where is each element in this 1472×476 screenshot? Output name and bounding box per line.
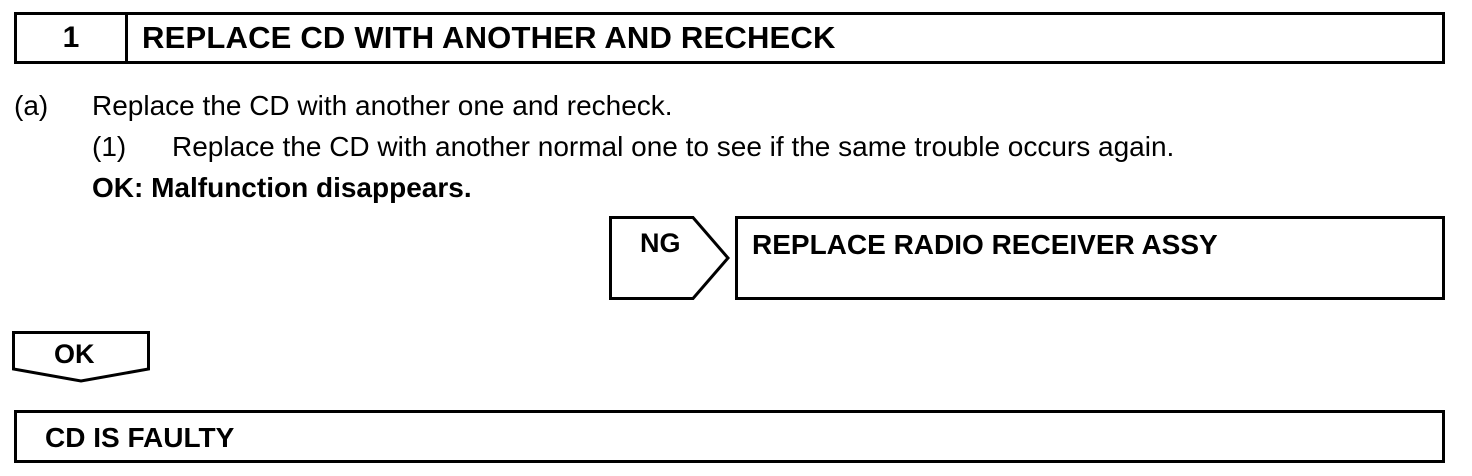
final-result-box: CD IS FAULTY [14,410,1445,463]
instruction-a-text: Replace the CD with another one and rech… [92,90,673,121]
step-number: 1 [17,15,128,61]
instruction-1-label: (1) [92,131,127,162]
ok-criteria: OK: Malfunction disappears. [92,172,472,203]
instruction-1-text: Replace the CD with another normal one t… [172,131,1175,162]
instruction-a-label: (a) [14,90,49,121]
ng-result-text: REPLACE RADIO RECEIVER ASSY [752,229,1218,260]
ng-arrow-icon [609,216,730,300]
final-result-text: CD IS FAULTY [45,422,235,453]
step-header: 1 REPLACE CD WITH ANOTHER AND RECHECK [14,12,1445,64]
ng-label: NG [640,228,681,258]
ok-arrow-icon [12,331,150,383]
ng-result-box: REPLACE RADIO RECEIVER ASSY [735,216,1445,300]
ok-label: OK [54,339,95,369]
step-title: REPLACE CD WITH ANOTHER AND RECHECK [142,20,836,55]
